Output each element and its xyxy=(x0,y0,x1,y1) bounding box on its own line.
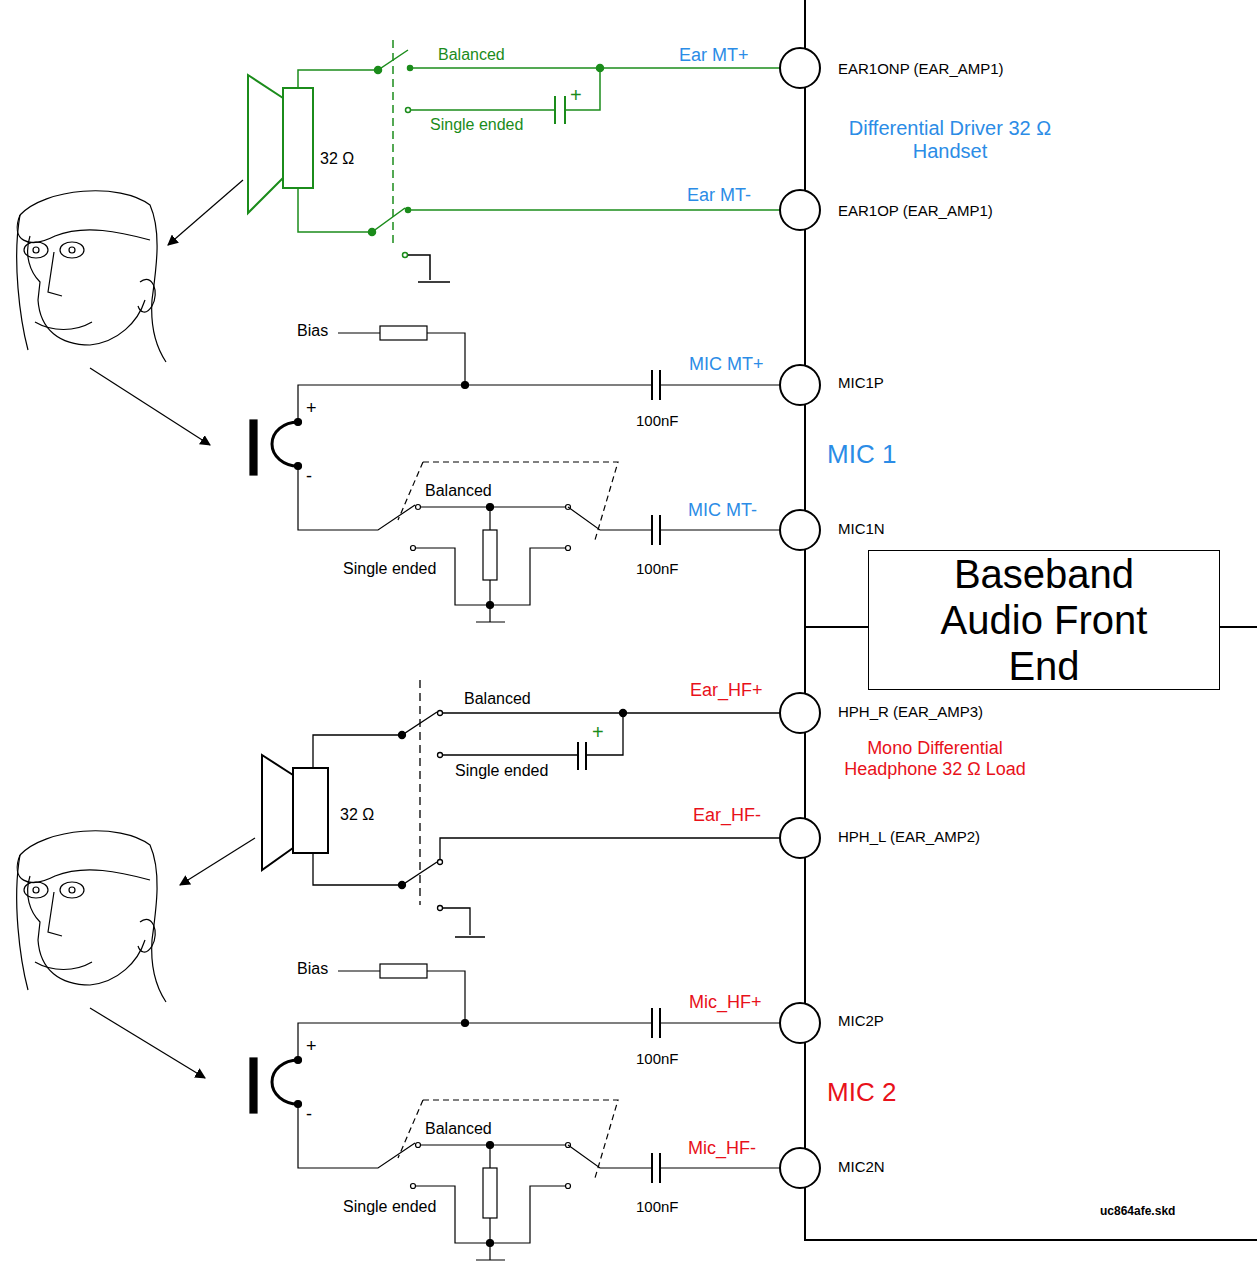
signal-label: Mic_HF+ xyxy=(689,992,762,1013)
signal-label: 32 Ω xyxy=(340,806,374,824)
signal-label: EAR1ONP (EAR_AMP1) xyxy=(838,60,1004,77)
signal-label: MIC MT+ xyxy=(689,354,764,375)
signal-label: Balanced xyxy=(425,482,492,500)
signal-label: Bias xyxy=(297,960,328,978)
signal-label: Mic_HF- xyxy=(688,1138,756,1159)
signal-label: Single ended xyxy=(430,116,523,134)
signal-label: MIC2P xyxy=(838,1012,884,1029)
signal-label: Mono Differential Headphone 32 Ω Load xyxy=(840,738,1030,779)
signal-label: + xyxy=(570,84,582,107)
signal-label: HPH_R (EAR_AMP3) xyxy=(838,703,983,720)
signal-label: HPH_L (EAR_AMP2) xyxy=(838,828,980,845)
signal-label: Balanced xyxy=(438,46,505,64)
signal-label: Single ended xyxy=(343,560,436,578)
signal-label: + xyxy=(306,398,317,419)
signal-label: Single ended xyxy=(343,1198,436,1216)
signal-label: Balanced xyxy=(464,690,531,708)
signal-label: 100nF xyxy=(636,412,679,429)
signal-label: - xyxy=(306,1104,312,1125)
signal-label: 100nF xyxy=(636,1198,679,1215)
signal-label: MIC1P xyxy=(838,374,884,391)
signal-label: Differential Driver 32 Ω Handset xyxy=(840,117,1060,163)
signal-label: 32 Ω xyxy=(320,150,354,168)
signal-label: Balanced xyxy=(425,1120,492,1138)
signal-label: Ear MT+ xyxy=(679,45,749,66)
signal-label: Ear_HF- xyxy=(693,805,761,826)
signal-label: MIC2N xyxy=(838,1158,885,1175)
signal-label: Ear_HF+ xyxy=(690,680,763,701)
signal-label: MIC MT- xyxy=(688,500,757,521)
signal-label: Single ended xyxy=(455,762,548,780)
signal-label: Ear MT- xyxy=(687,185,751,206)
signal-label: MIC1N xyxy=(838,520,885,537)
signal-label: + xyxy=(306,1036,317,1057)
signal-label: - xyxy=(306,466,312,487)
signal-label: + xyxy=(592,721,604,744)
block-label-box: Baseband Audio Front End xyxy=(868,550,1220,690)
signal-label: uc864afe.skd xyxy=(1100,1205,1175,1219)
signal-label: MIC 2 xyxy=(827,1078,896,1108)
signal-label: 100nF xyxy=(636,1050,679,1067)
signal-label: 100nF xyxy=(636,560,679,577)
signal-label: EAR1OP (EAR_AMP1) xyxy=(838,202,993,219)
block-title: Baseband Audio Front End xyxy=(901,551,1187,689)
signal-label: Bias xyxy=(297,322,328,340)
signal-label: MIC 1 xyxy=(827,440,896,470)
